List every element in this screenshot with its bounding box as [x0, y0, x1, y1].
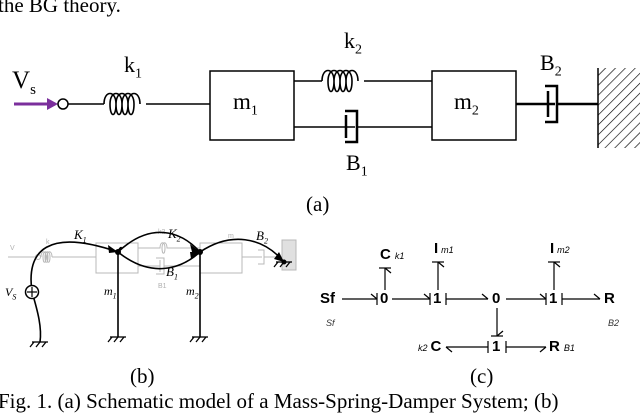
b2-label: B2	[540, 50, 562, 80]
b1-label: B1	[346, 150, 368, 180]
c-r-right-sub: B2	[608, 318, 620, 328]
b-b2-label: B2	[256, 228, 268, 246]
svg-text:k: k	[46, 239, 50, 246]
damper-b1	[294, 109, 432, 144]
c-junction-0b: 0	[492, 290, 501, 307]
c-junction-1b: 1	[549, 290, 558, 307]
figure-c-label: (c)	[470, 364, 494, 388]
svg-text:V: V	[10, 245, 15, 252]
wall-hatch	[598, 68, 640, 148]
vs-source	[24, 284, 40, 300]
k1-label: k1	[124, 52, 142, 82]
mass-m2-box	[431, 70, 517, 141]
damper-b2	[516, 84, 598, 124]
c-junction-1a: 1	[433, 290, 442, 307]
b-k2-label: K2	[168, 226, 181, 244]
c-sf-sub: Sf	[326, 318, 335, 328]
c-junction-0a: 0	[380, 290, 389, 307]
nodes	[115, 249, 287, 265]
b-m1-label: m1	[104, 284, 117, 301]
c-r-right: R	[604, 290, 615, 307]
input-label-vs: Vs	[12, 67, 36, 98]
c-junction-1c: 1	[492, 338, 501, 355]
spring-k2	[321, 69, 359, 93]
spring-k1	[103, 92, 141, 116]
figure-b-label: (b)	[130, 364, 155, 388]
k2-label: k2	[344, 28, 362, 58]
svg-text:B1: B1	[158, 283, 167, 290]
bond-barbs	[370, 261, 601, 353]
b-b1-label: B1	[166, 264, 178, 282]
top-text: the BG theory.	[0, 0, 121, 17]
input-arrow	[14, 98, 58, 110]
bond-arcs	[30, 231, 285, 343]
m2-label: m2	[454, 89, 479, 119]
mass-m1-box	[209, 70, 295, 141]
b-vs-label: VS	[5, 285, 17, 302]
c-sf-node: Sf	[320, 290, 335, 307]
b-m2-label: m2	[186, 284, 199, 301]
figure-a-label: (a)	[306, 192, 330, 216]
b-k1-label: K1	[74, 227, 87, 245]
m1-label: m1	[233, 89, 258, 119]
figure-caption: Fig. 1. (a) Schematic model of a Mass-Sp…	[0, 389, 559, 413]
svg-text:m: m	[228, 233, 234, 240]
